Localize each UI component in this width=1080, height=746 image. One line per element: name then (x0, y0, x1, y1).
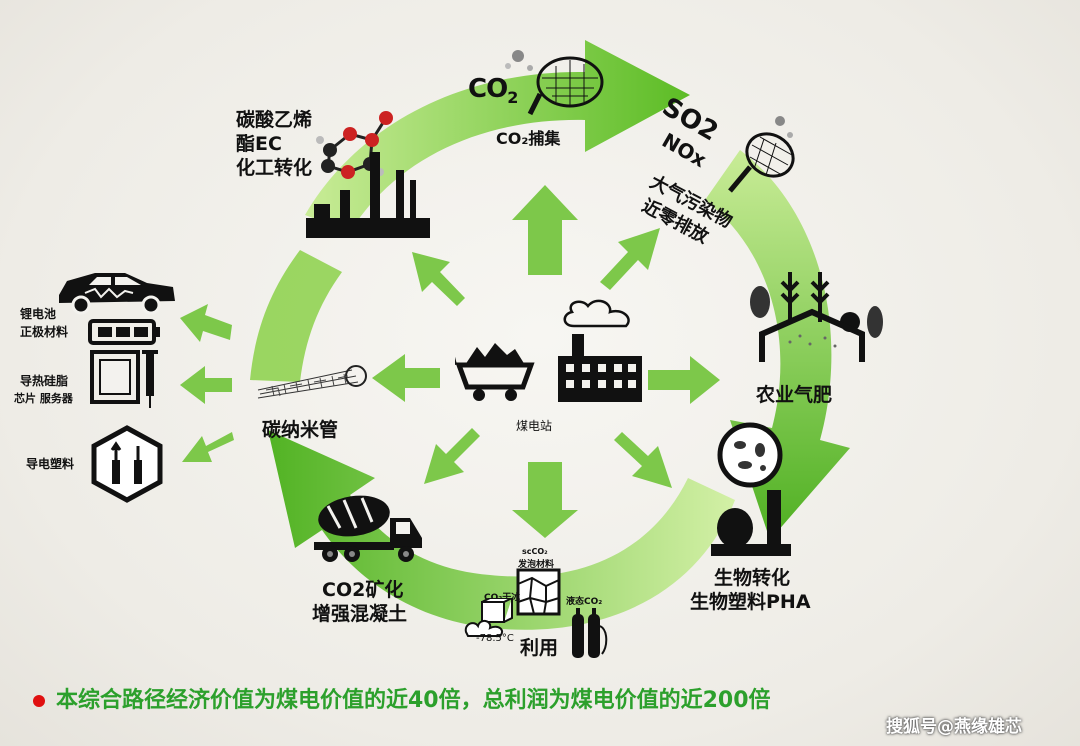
thermal-line1: 导热硅脂 (20, 374, 69, 388)
battery-line2: 正极材料 (20, 325, 69, 339)
co2-title: CO2 (468, 74, 518, 108)
chemical-plant-icon (300, 100, 430, 240)
radial-arrow-down-left (424, 428, 480, 484)
factory-icon (552, 298, 647, 403)
battery-line1: 锂电池 (20, 307, 57, 321)
capture-net-icon (470, 48, 620, 118)
pollutant-net-icon (720, 115, 800, 195)
nanotube-icon (252, 360, 372, 406)
cable-plastic-icon (90, 424, 165, 504)
bullet-dot (33, 695, 45, 707)
battery-icon (88, 318, 163, 346)
cycle-arrow-bottom (268, 430, 735, 630)
chem-line2: 酯EC (236, 133, 282, 155)
radial-arrow-left (372, 354, 440, 402)
gas-cylinder-icon (568, 606, 608, 662)
concrete-mixer-icon (310, 492, 425, 564)
mineral-line2: 增强混凝土 (312, 603, 408, 625)
foam-top-label: scCO₂ (522, 547, 548, 556)
radial-arrow-down-right (614, 432, 672, 488)
radial-arrow-down (512, 462, 578, 538)
utilize-label: 利用 (520, 637, 559, 659)
radial-arrow-up (512, 185, 578, 275)
chem-line3: 化工转化 (236, 157, 313, 179)
foam-material-icon (516, 568, 561, 616)
cycle-arrow-left (250, 250, 342, 382)
product-arrow-2 (180, 366, 232, 404)
bio-line2: 生物塑料PHA (690, 591, 811, 613)
product-arrow-1 (180, 304, 232, 342)
bioreactor-icon (705, 420, 795, 560)
agri-label: 农业气肥 (756, 384, 833, 406)
radial-arrow-up-left (412, 252, 465, 306)
foam-bottom-label: 发泡材料 (518, 560, 555, 570)
footer-statement: 本综合路径经济价值为煤电价值的近40倍，总利润为煤电价值的近200倍 (56, 688, 771, 713)
chip-syringe-icon (88, 348, 163, 410)
product-arrow-3 (182, 432, 234, 462)
thermal-line2: 芯片 服务器 (14, 392, 73, 405)
liquid-co2-label: 液态CO₂ (566, 597, 603, 607)
nanotube-label: 碳纳米管 (262, 419, 339, 441)
dry-ice-temp: -78.5°C (476, 633, 514, 644)
plastic-label: 导电塑料 (26, 457, 75, 471)
center-label: 煤电站 (516, 419, 553, 433)
car-icon (55, 265, 180, 315)
coal-cart-icon (451, 335, 535, 405)
mineral-line1: CO2矿化 (322, 579, 404, 601)
watermark: 搜狐号@燕缘雄芯 (886, 717, 1022, 737)
radial-arrow-right (648, 356, 720, 404)
dry-ice-icon (462, 597, 522, 638)
radial-arrows (180, 185, 720, 538)
co2-capture-label: CO₂捕集 (496, 129, 561, 148)
greenhouse-icon (740, 262, 890, 362)
radial-arrow-up-right (600, 228, 660, 290)
bio-line1: 生物转化 (714, 567, 791, 589)
chem-line1: 碳酸乙烯 (236, 109, 313, 131)
